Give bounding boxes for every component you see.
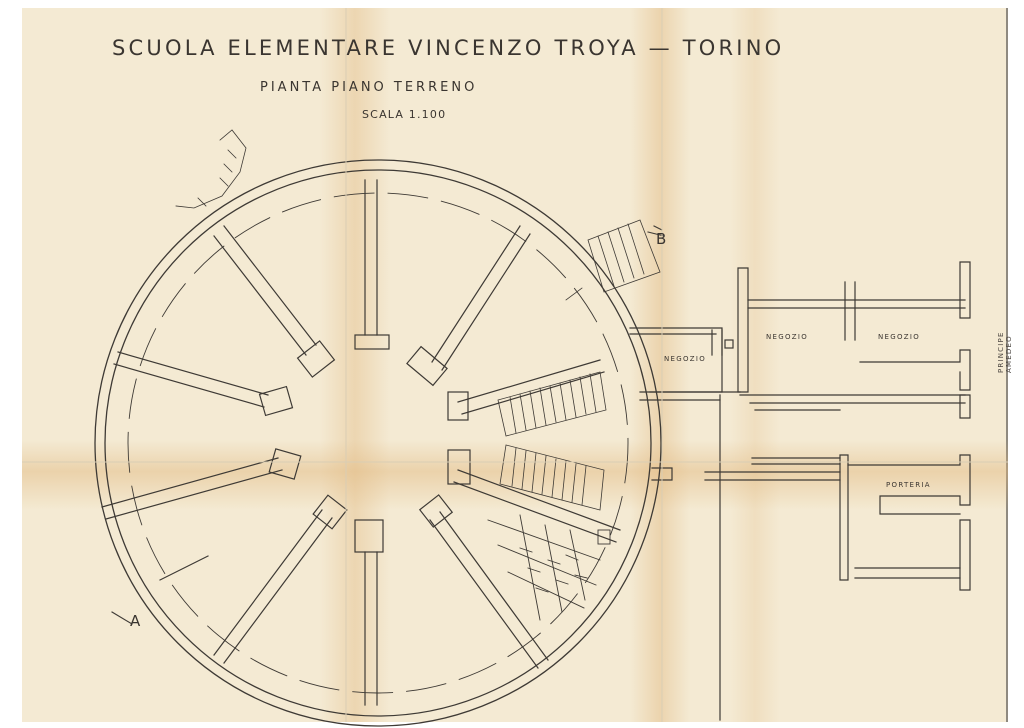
entrance-ramp xyxy=(565,219,661,301)
toilet-block xyxy=(487,514,611,621)
label-negozio-annex: NEGOZIO xyxy=(664,355,707,363)
drawing-scale: SCALA 1.100 xyxy=(362,108,447,121)
bottom-left-partition xyxy=(159,555,209,581)
margin-street-name: PRINCIPE AMEDEO xyxy=(997,331,1013,373)
section-marker-a: A xyxy=(130,612,141,630)
outer-wall-inner xyxy=(104,169,652,717)
section-line-a xyxy=(111,611,133,625)
radial-walls xyxy=(101,179,621,706)
annex-building xyxy=(629,261,971,721)
inner-corridor-ring xyxy=(127,192,629,694)
outer-wall-outer xyxy=(94,159,662,727)
drawing-subtitle: PIANTA PIANO TERRENO xyxy=(260,80,478,95)
section-marker-b: B xyxy=(656,230,667,248)
label-negozio-middle: NEGOZIO xyxy=(766,333,809,341)
label-portineria: PORTERIA xyxy=(886,481,931,489)
staircase-upper xyxy=(497,371,607,437)
upper-left-porch xyxy=(175,129,247,209)
drawing-title: SCUOLA ELEMENTARE VINCENZO TROYA — TORIN… xyxy=(112,36,785,60)
section-line-b xyxy=(647,225,665,237)
staircase-lower xyxy=(499,444,605,511)
label-negozio-right: NEGOZIO xyxy=(878,333,921,341)
